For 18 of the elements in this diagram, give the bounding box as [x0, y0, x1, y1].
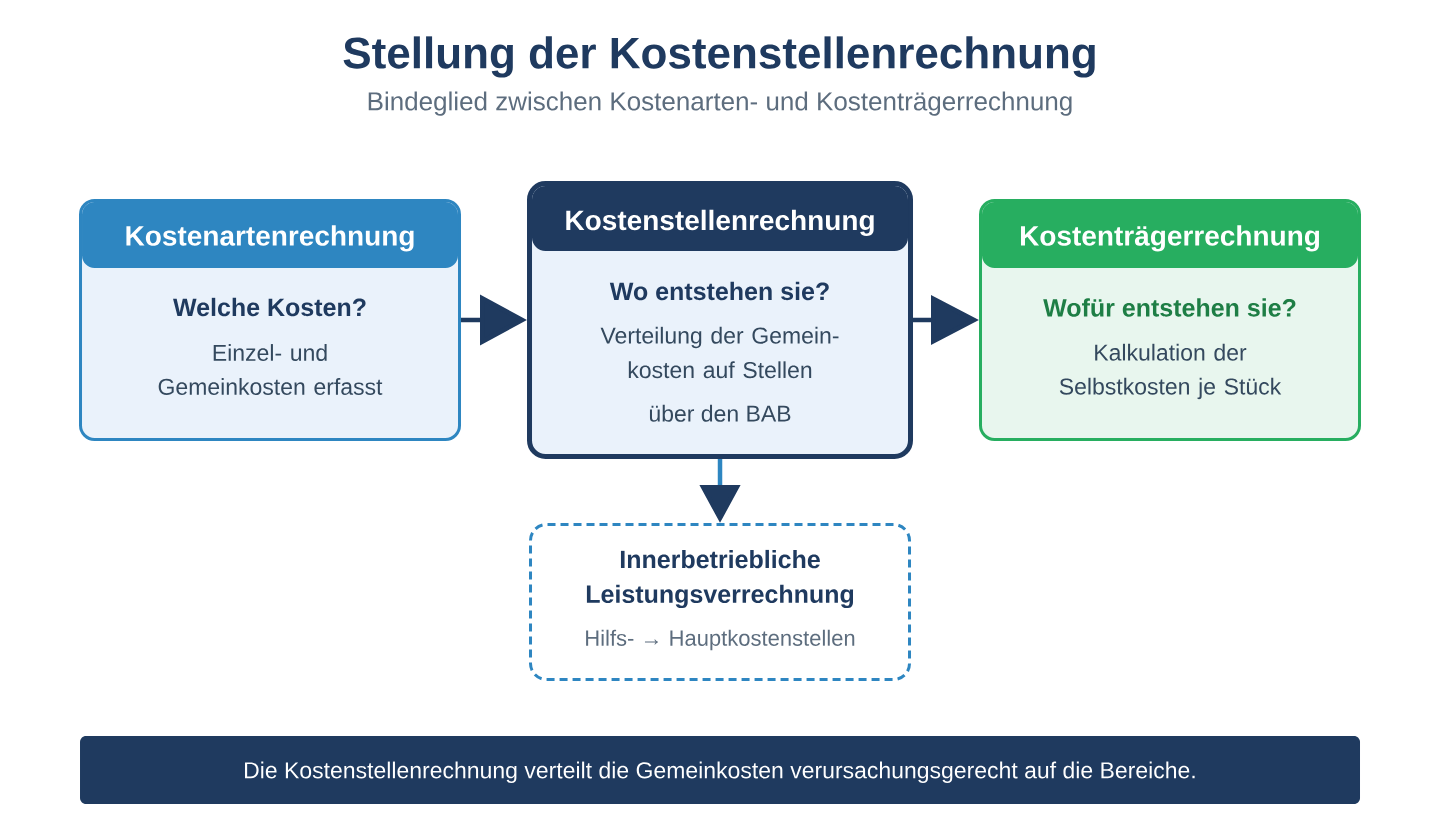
process-box	[79, 199, 461, 441]
description-text: über den BAB	[649, 404, 791, 422]
card-header: Kostenartenrechnung	[82, 202, 458, 268]
description-text: Kalkulation der Selbstkosten je Stück	[1059, 343, 1282, 400]
subtitle: Bindeglied zwischen Kostenarten- und Kostenträgerrechnung	[368, 91, 1072, 116]
question-text: Wo entstehen sie?	[609, 281, 829, 301]
summary-banner: Die Kostenstellenrechnung verteilt die Gemeinkosten verursachungsgerecht auf die Bereiche.	[80, 736, 1360, 804]
box-heading: Innerbetriebliche Leistungsverrechnung	[586, 549, 854, 609]
dashed-box	[529, 523, 911, 681]
card-header: Kostenstellenrechnung	[532, 186, 908, 251]
question-text: Wofür entstehen sie?	[1043, 298, 1296, 317]
process-box	[527, 181, 913, 459]
process-box	[979, 199, 1361, 441]
description-text: Einzel- und Gemeinkosten erfasst	[158, 344, 383, 395]
card-header: Kostenträgerrechnung	[982, 202, 1358, 268]
title: Stellung der Kostenstellenrechnung	[343, 36, 1095, 78]
description-text: Hilfs- → Hauptkostenstellen	[586, 629, 855, 651]
question-text: Welche Kosten?	[173, 297, 366, 317]
